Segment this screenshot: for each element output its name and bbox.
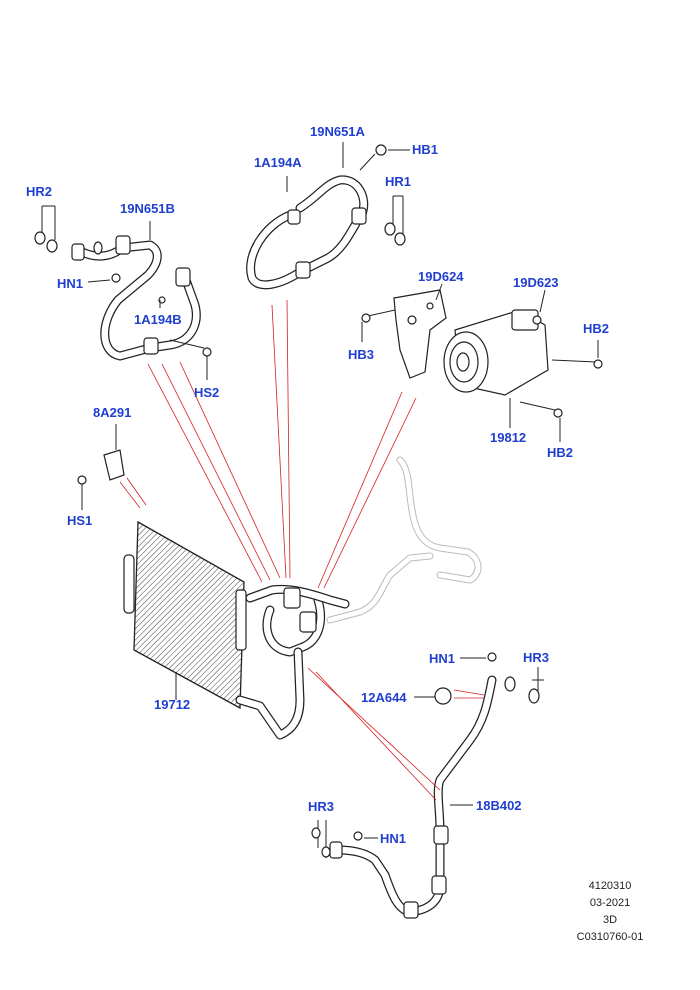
- callout-8a291: 8A291: [93, 405, 132, 420]
- red-leader-lines: [119, 299, 485, 801]
- reference-number: 4120310: [588, 880, 632, 892]
- reference-block: 4120310 03-2021 3D C0310760-01: [540, 878, 680, 946]
- reference-code: C0310760-01: [576, 931, 644, 943]
- reference-view: 3D: [602, 914, 618, 926]
- callout-19d623: 19D623: [513, 275, 559, 290]
- hr2-fasteners: [34, 205, 103, 255]
- callout-hr3-right: HR3: [523, 650, 550, 665]
- callout-hn1-bottom: HN1: [380, 831, 407, 846]
- callout-hr3-bottom: HR3: [308, 799, 335, 814]
- ghost-hoses: [326, 456, 482, 624]
- callout-1a194a: 1A194A: [254, 155, 302, 170]
- callout-1a194b: 1A194B: [134, 312, 182, 327]
- callout-19712: 19712: [154, 697, 191, 712]
- bracket-19d624: [393, 289, 447, 379]
- callout-hb1: HB1: [412, 142, 439, 157]
- manifold-block: [235, 584, 350, 740]
- condenser-19712: [123, 520, 247, 710]
- callout-19n651b: 19N651B: [120, 201, 175, 216]
- callout-hs2: HS2: [194, 385, 220, 400]
- callout-18b402: 18B402: [476, 798, 522, 813]
- reference-date: 03-2021: [589, 897, 631, 909]
- callout-hs1: HS1: [67, 513, 93, 528]
- callout-hr1: HR1: [385, 174, 412, 189]
- callout-hn1-top: HN1: [57, 276, 84, 291]
- callout-19n651a: 19N651A: [310, 124, 365, 139]
- callout-hn1-mid: HN1: [429, 651, 456, 666]
- callout-hb2-bottom: HB2: [547, 445, 574, 460]
- callout-hb3: HB3: [348, 347, 375, 362]
- hose-19n651a: [246, 175, 369, 290]
- callout-19d624: 19D624: [418, 269, 464, 284]
- compressor-19d623: [443, 309, 549, 396]
- hose-18b402: [329, 675, 497, 919]
- callout-hb2-right: HB2: [583, 321, 610, 336]
- bracket-8a291: [77, 449, 125, 485]
- callout-19812: 19812: [490, 430, 527, 445]
- callout-12a644: 12A644: [361, 690, 407, 705]
- callout-hr2: HR2: [26, 184, 53, 199]
- hose-19n651b: [71, 235, 201, 361]
